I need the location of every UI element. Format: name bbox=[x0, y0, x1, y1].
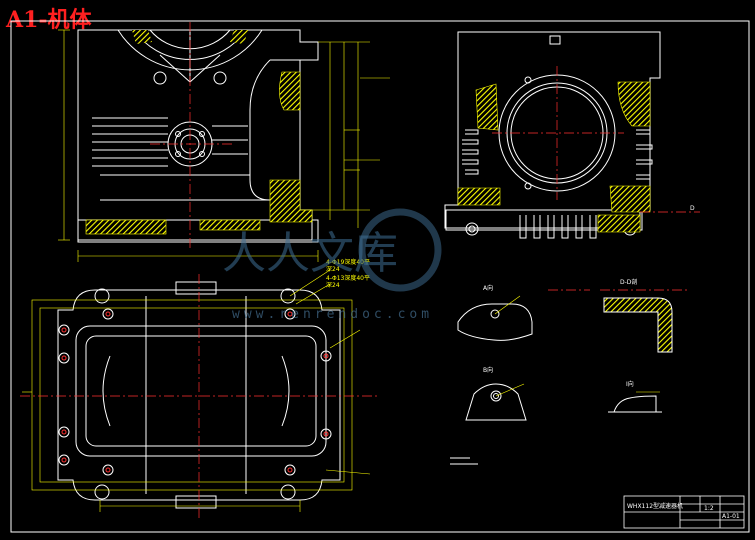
top-view-dimensions bbox=[22, 269, 371, 512]
front-view-centerlines bbox=[150, 22, 232, 250]
watermark: 人人文库 www.renrendoc.com bbox=[222, 208, 442, 322]
hole-callout-1: 4-Φ19深度40平 bbox=[326, 258, 370, 266]
detail-view-i bbox=[608, 391, 662, 413]
view-b-label: B向 bbox=[483, 366, 493, 374]
top-view-holes bbox=[58, 308, 332, 476]
side-view-centerlines bbox=[492, 66, 700, 213]
watermark-logo-ring bbox=[358, 208, 442, 292]
front-view bbox=[77, 29, 319, 243]
front-view-hatching bbox=[85, 30, 313, 235]
section-dd-label: D-D剖 bbox=[620, 278, 637, 286]
hole-callout-2: 4-Φ13深度40平 bbox=[326, 274, 370, 282]
view-i-label: I向 bbox=[626, 380, 634, 388]
detail-view-b bbox=[465, 383, 527, 421]
section-arrow-d-label: D bbox=[690, 205, 695, 212]
watermark-brand: 人人文库 bbox=[222, 228, 398, 279]
title-block-scale: 1:2 bbox=[704, 505, 714, 512]
side-view-hatching bbox=[457, 81, 651, 233]
view-a-label: A向 bbox=[483, 284, 493, 292]
title-block bbox=[623, 495, 745, 529]
technical-notes bbox=[450, 457, 478, 465]
section-d-d bbox=[548, 289, 690, 353]
title-block-code: A1-01 bbox=[722, 513, 740, 520]
hole-callout-1-depth: 深24 bbox=[326, 265, 340, 273]
watermark-url: www.renrendoc.com bbox=[232, 307, 433, 322]
front-view-dimensions bbox=[58, 29, 390, 262]
drawing-frame bbox=[10, 20, 750, 533]
title-block-name: WHX112型减速器机 bbox=[627, 502, 683, 510]
detail-view-a bbox=[457, 295, 533, 341]
hole-callout-2-depth: 深24 bbox=[326, 281, 340, 289]
top-view-centerlines bbox=[20, 274, 380, 518]
sheet-title: A1-机体 bbox=[6, 7, 92, 33]
